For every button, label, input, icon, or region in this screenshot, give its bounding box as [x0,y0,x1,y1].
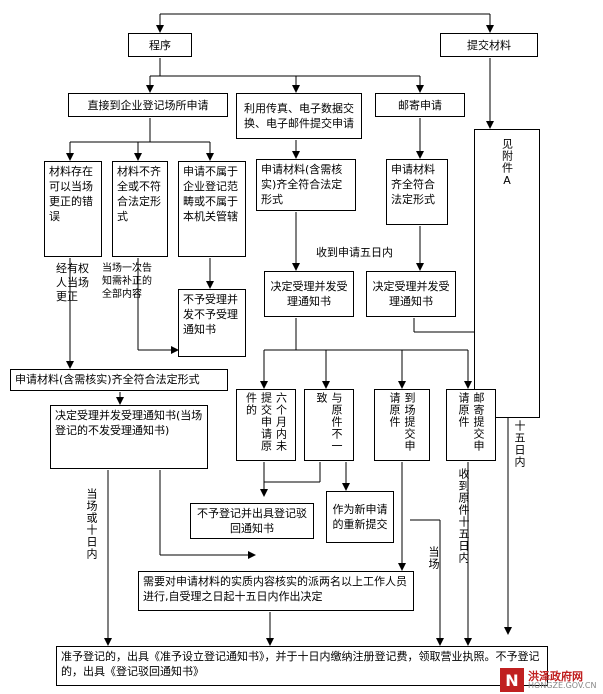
new-application-label: 作为新申请的重新提交 [332,503,388,531]
fax-apply-box: 利用传真、电子数据交换、电子邮件提交申请 [236,93,362,139]
correctable-errors-label: 材料存在可以当场更正的错误 [49,165,93,223]
mismatch-label: 与原件不一致 [315,392,343,452]
six-months-box: 六个月内未提交申请原件的 [236,389,296,461]
accept-main-label: 决定受理并发受理通知书(当场登记的不发受理通知书) [55,409,203,437]
incomplete-box: 材料不齐全或不符合法定形式 [112,161,168,257]
six-months-label: 六个月内未提交申请原件的 [244,392,288,452]
not-accept-box: 不予受理并发不予受理通知书 [178,289,246,357]
fifteen-days-label: 十五日内 [513,420,526,468]
direct-apply-label: 直接到企业登记场所申请 [87,98,209,112]
accept-main-box: 决定受理并发受理通知书(当场登记的不发受理通知书) [50,405,208,469]
accept-fax-box: 决定受理并发受理通知书 [264,271,354,317]
receive-original-15-label: 收到原件十五日内 [457,468,470,564]
complete-main-box: 申请材料(含需核实)齐全符合法定形式 [10,369,228,391]
mail-apply-box: 邮寄申请 [375,93,465,117]
procedure-box: 程序 [128,33,192,57]
correctable-errors-box: 材料存在可以当场更正的错误 [44,161,102,257]
out-of-scope-box: 申请不属于企业登记范畴或不属于本机关管辖 [178,161,246,257]
see-attachment-box: 见附件A [474,129,540,418]
accept-mail-label: 决定受理并发受理通知书 [372,280,450,308]
mail-complete-box: 申请材料齐全符合法定形式 [386,159,448,225]
onsite-or-ten-days-label: 当场或十日内 [85,488,98,560]
fax-complete-label: 申请材料(含需核实)齐全符合法定形式 [261,163,343,206]
onsite-submit-box: 到场提交申请原件 [374,389,430,461]
not-accept-label: 不予受理并发不予受理通知书 [183,293,238,336]
onsite-submit-label: 到场提交申请原件 [388,392,416,452]
notify-label: 当场一次告知需补正的全部内容 [102,263,152,300]
watermark-logo: N 洪泽政府网 HONGZE.GOV.CN [500,668,600,692]
new-application-box: 作为新申请的重新提交 [326,491,394,543]
direct-apply-box: 直接到企业登记场所申请 [68,93,228,117]
final-label: 准予登记的，出具《准予设立登记通知书》，并于十日内缴纳注册登记费，领取营业执照。… [61,650,540,678]
fax-complete-box: 申请材料(含需核实)齐全符合法定形式 [256,159,356,211]
final-box: 准予登记的，出具《准予设立登记通知书》，并于十日内缴纳注册登记费，领取营业执照。… [56,646,548,686]
mail-submit-box: 邮寄提交申请原件 [446,389,496,461]
verify-label: 需要对申请材料的实质内容核实的派两名以上工作人员进行,自受理之日起十五日内作出决… [143,575,407,603]
complete-main-label: 申请材料(含需核实)齐全符合法定形式 [15,373,200,386]
onsite-label: 当场 [427,546,440,570]
reject-notice-box: 不予登记并出具登记驳回通知书 [190,503,314,539]
verify-box: 需要对申请材料的实质内容核实的派两名以上工作人员进行,自受理之日起十五日内作出决… [138,571,414,611]
procedure-label: 程序 [149,38,171,52]
corrected-label: 经有权人当场更正 [56,262,89,303]
accept-fax-label: 决定受理并发受理通知书 [270,280,348,308]
accept-mail-box: 决定受理并发受理通知书 [366,271,456,317]
reject-notice-label: 不予登记并出具登记驳回通知书 [197,507,307,535]
watermark-url: HONGZE.GOV.CN [528,681,597,690]
submit-materials-box: 提交材料 [440,33,538,57]
fax-apply-label: 利用传真、电子数据交换、电子邮件提交申请 [244,102,354,130]
mail-submit-label: 邮寄提交申请原件 [457,392,485,452]
mail-complete-label: 申请材料齐全符合法定形式 [391,163,435,206]
submit-materials-label: 提交材料 [467,38,511,52]
incomplete-label: 材料不齐全或不符合法定形式 [117,165,161,223]
out-of-scope-label: 申请不属于企业登记范畴或不属于本机关管辖 [183,165,238,223]
watermark-brand: 洪泽政府网 [528,670,583,683]
site-logo-icon: N [500,668,524,692]
receive-five-days-label: 收到申请五日内 [316,246,393,259]
see-attachment-label: 见附件A [500,138,514,188]
mail-apply-label: 邮寄申请 [398,98,442,112]
mismatch-box: 与原件不一致 [304,389,354,461]
